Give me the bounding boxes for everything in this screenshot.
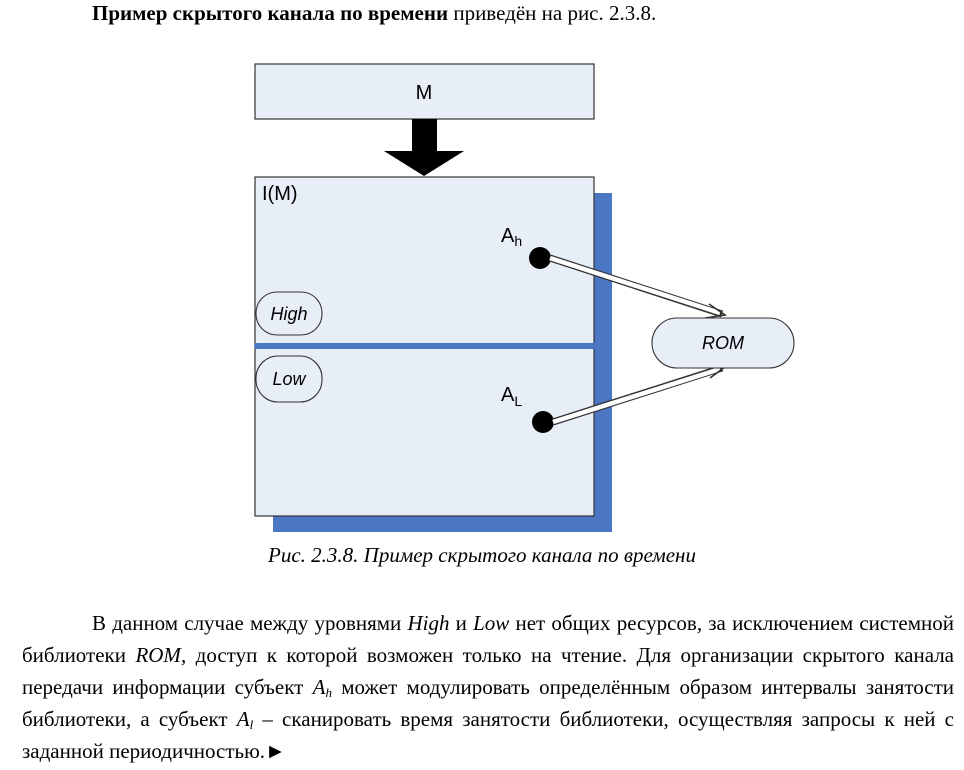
end-of-example-icon: ►: [265, 739, 286, 763]
subject-low-dot: [532, 411, 554, 433]
low-level-label: Low: [272, 369, 306, 389]
para-text-3: нет общих ресурсов, за исключением систе…: [22, 611, 954, 667]
rom-label: ROM: [702, 333, 744, 353]
subject-high-letter: A: [501, 225, 515, 247]
high-level-label: High: [270, 304, 307, 324]
intro-bold: Пример скрытого канала по времени: [92, 1, 449, 25]
main-box-label: I(M): [262, 183, 298, 205]
para-al-sub: l: [249, 717, 254, 732]
para-term-high: High: [407, 611, 450, 635]
para-al-letter: A: [236, 707, 250, 731]
subject-low-sub: L: [514, 393, 522, 409]
para-term-rom: ROM: [135, 643, 181, 667]
subject-low-letter: A: [501, 384, 515, 406]
para-term-ah: Ah: [313, 675, 332, 699]
para-text-1: В данном случае между уровнями: [92, 611, 408, 635]
para-ah-sub: h: [325, 685, 332, 700]
subject-high-label: Ah: [501, 225, 522, 249]
para-term-al: Al: [237, 707, 253, 731]
down-arrow-icon: [384, 119, 464, 176]
intro-sentence: Пример скрытого канала по времени привед…: [92, 0, 952, 26]
subject-low-label: AL: [501, 384, 522, 409]
figure-caption: Рис. 2.3.8. Пример скрытого канала по вр…: [268, 543, 696, 567]
para-text-4: , доступ к которой возможен только на чт…: [22, 643, 954, 699]
para-ah-letter: A: [312, 675, 326, 699]
subject-high-sub: h: [514, 233, 522, 249]
low-level-pill: [255, 355, 323, 403]
subject-high-dot: [529, 247, 551, 269]
para-text-2: и: [449, 611, 474, 635]
intro-rest: приведён на рис. 2.3.8.: [448, 1, 657, 25]
rom-pill: [651, 317, 795, 369]
arrow-high-to-rom: [548, 254, 728, 319]
body-paragraph: В данном случае между уровнями High и Lo…: [22, 607, 954, 767]
high-level-pill: [255, 291, 323, 336]
top-box-label: M: [416, 82, 433, 104]
para-text-6: – сканировать время занятости библиотеки…: [22, 707, 954, 763]
para-term-low: Low: [473, 611, 510, 635]
para-text-5: может модулировать определённым образом …: [22, 675, 954, 731]
covert-channel-diagram: M I(M) High Low Ah AL ROM: [254, 63, 795, 532]
